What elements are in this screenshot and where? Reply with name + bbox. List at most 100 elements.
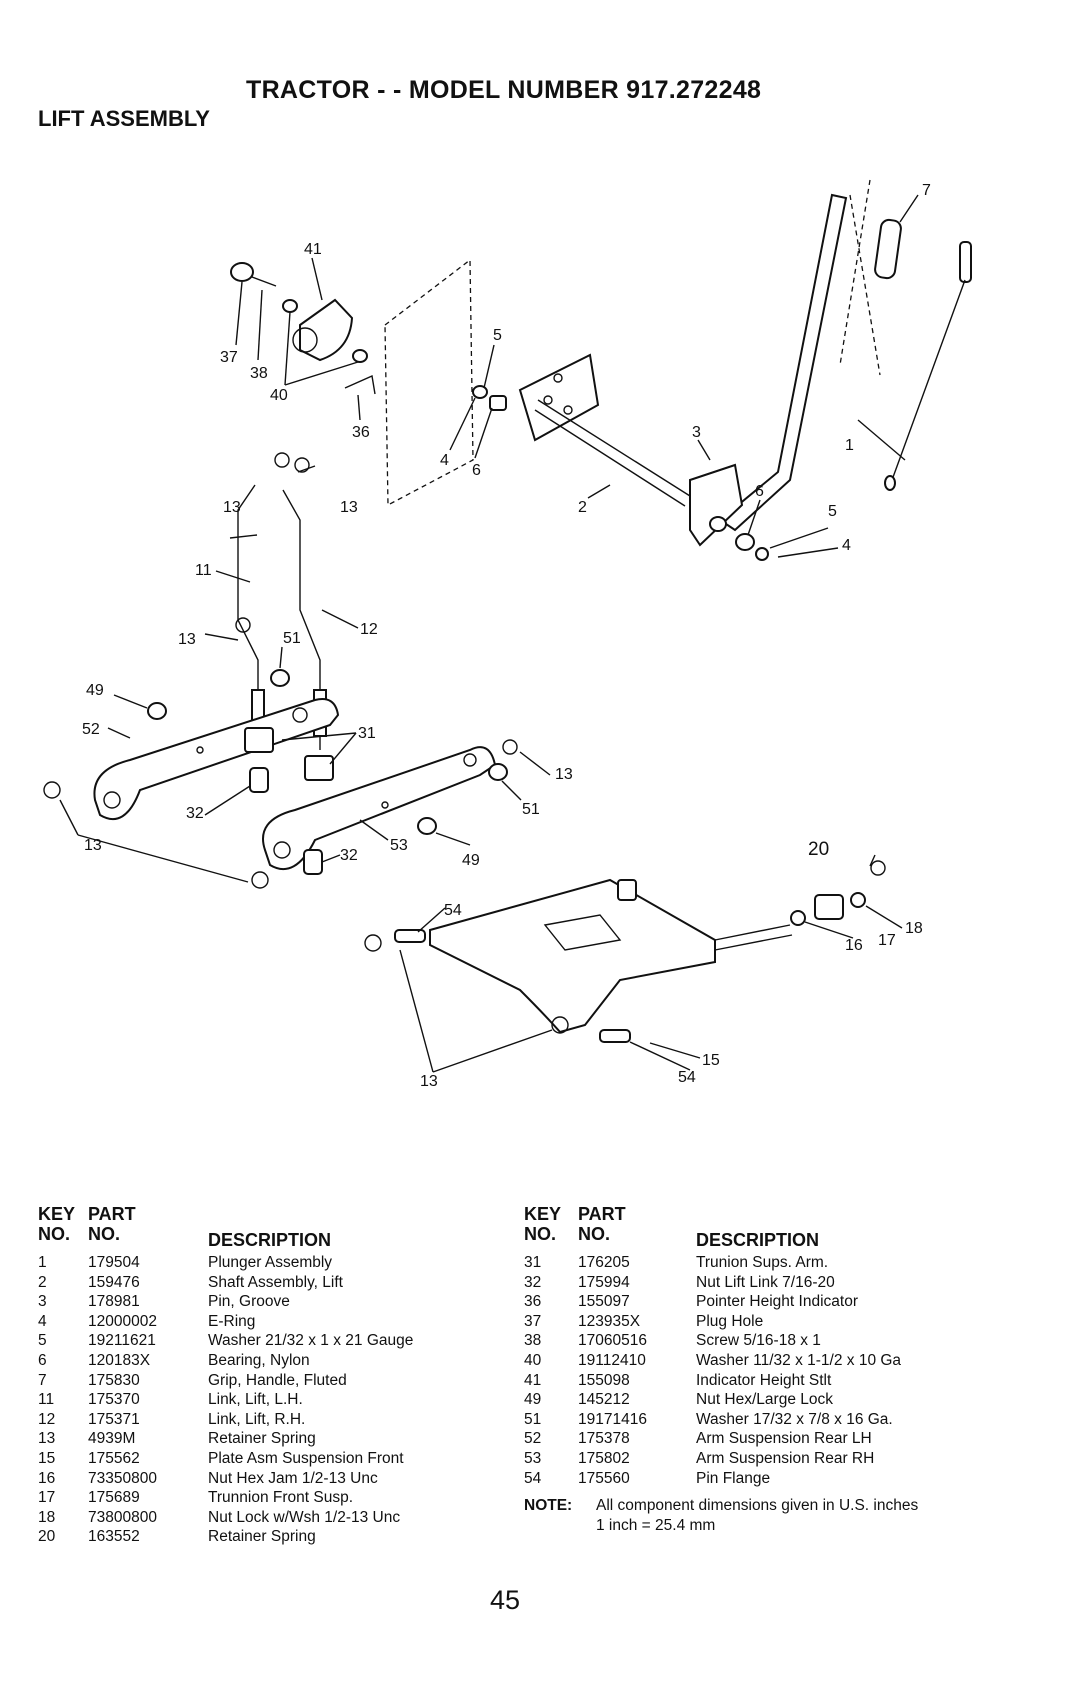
key-no: 2 — [38, 1273, 47, 1291]
header-description: DESCRIPTION — [208, 1230, 332, 1250]
part-no: 175370 — [88, 1391, 140, 1409]
callout-18: 18 — [905, 920, 923, 937]
part-no: 73800800 — [88, 1508, 157, 1526]
callout-41: 41 — [304, 241, 322, 258]
key-no: 3 — [38, 1293, 47, 1311]
part-no: 175562 — [88, 1449, 140, 1467]
section-title: LIFT ASSEMBLY — [38, 106, 210, 131]
part-no: 73350800 — [88, 1469, 157, 1487]
key-no: 54 — [524, 1469, 542, 1487]
key-no: 6 — [38, 1351, 47, 1369]
callout-16: 16 — [845, 937, 863, 954]
header-key-line2: NO. — [38, 1224, 71, 1244]
part-description: Nut Lock w/Wsh 1/2-13 Unc — [208, 1508, 401, 1526]
part-no: 123935X — [578, 1312, 641, 1330]
part-description: Pin Flange — [696, 1469, 771, 1487]
callout-51a: 51 — [283, 630, 301, 647]
key-no: 13 — [38, 1430, 56, 1448]
part-description: Screw 5/16-18 x 1 — [696, 1332, 821, 1350]
part-description: Nut Hex Jam 1/2-13 Unc — [208, 1469, 378, 1487]
callout-31: 31 — [358, 725, 376, 742]
key-no: 38 — [524, 1332, 542, 1350]
part-no: 12000002 — [88, 1312, 157, 1330]
key-no: 53 — [524, 1449, 542, 1467]
part-description: Arm Suspension Rear LH — [696, 1430, 872, 1448]
part-description: Link, Lift, R.H. — [208, 1410, 306, 1428]
part-description: Washer 21/32 x 1 x 21 Gauge — [208, 1332, 414, 1350]
key-no: 20 — [38, 1528, 56, 1546]
part-description: Pin, Groove — [208, 1293, 290, 1311]
callout-13c: 13 — [178, 631, 196, 648]
callout-5a: 5 — [493, 327, 502, 344]
callout-13b: 13 — [340, 499, 358, 516]
trunion-arms-part-31 — [244, 727, 334, 781]
dash-panel-outline — [384, 258, 474, 507]
part-no: 155098 — [578, 1371, 630, 1389]
header-key-line1: KEY — [524, 1204, 562, 1224]
plate-front-suspension-part-15 — [429, 878, 793, 1034]
part-no: 175994 — [578, 1273, 630, 1291]
callout-38: 38 — [250, 365, 268, 382]
part-no: 175830 — [88, 1371, 140, 1389]
parts-table-header: KEY NO. PART NO. DESCRIPTION — [524, 1204, 1044, 1253]
header-part-line1: PART — [88, 1204, 136, 1224]
trunnion-front-part-17 — [790, 892, 866, 926]
header-key-line2: NO. — [524, 1224, 557, 1244]
callout-3: 3 — [692, 424, 701, 441]
part-description: Plunger Assembly — [208, 1254, 333, 1271]
part-no: 178981 — [88, 1293, 140, 1311]
part-description: Indicator Height Stlt — [696, 1371, 832, 1389]
part-description: Retainer Spring — [208, 1430, 316, 1448]
callout-53: 53 — [390, 837, 408, 854]
key-no: 17 — [38, 1489, 56, 1507]
lift-link-lh-part-11 — [237, 484, 265, 745]
part-no: 155097 — [578, 1293, 630, 1311]
part-description: Trunion Sups. Arm. — [696, 1254, 829, 1271]
part-description: Bearing, Nylon — [208, 1351, 310, 1369]
callout-54b: 54 — [678, 1069, 696, 1086]
callout-7: 7 — [922, 182, 931, 199]
leader-lines — [59, 194, 919, 1073]
part-no: 179504 — [88, 1254, 140, 1271]
grip-part-7 — [874, 218, 902, 280]
callout-54a: 54 — [444, 902, 462, 919]
washers-part-40 — [282, 299, 368, 363]
retainer-springs-front — [364, 860, 886, 1034]
plug-hole-part-37 — [230, 262, 277, 287]
key-no: 12 — [38, 1410, 56, 1428]
key-no: 32 — [524, 1273, 542, 1291]
part-description: Link, Lift, L.H. — [208, 1391, 303, 1409]
pin-flange-part-54 — [394, 929, 631, 1043]
callout-15: 15 — [702, 1052, 720, 1069]
key-no: 49 — [524, 1391, 542, 1409]
note-line-1: All component dimensions given in U.S. i… — [596, 1497, 919, 1515]
retainer-springs-lower — [43, 617, 518, 889]
pointer-part-36 — [344, 374, 376, 395]
callout-37: 37 — [220, 349, 238, 366]
part-no: 175802 — [578, 1449, 630, 1467]
part-no: 19211621 — [88, 1332, 156, 1350]
callout-40: 40 — [270, 387, 288, 404]
key-no: 15 — [38, 1449, 56, 1467]
part-no: 176205 — [578, 1254, 630, 1271]
callout-4a: 4 — [440, 452, 449, 469]
part-description: Trunnion Front Susp. — [208, 1489, 354, 1507]
callout-1: 1 — [845, 437, 854, 454]
callout-13e: 13 — [84, 837, 102, 854]
